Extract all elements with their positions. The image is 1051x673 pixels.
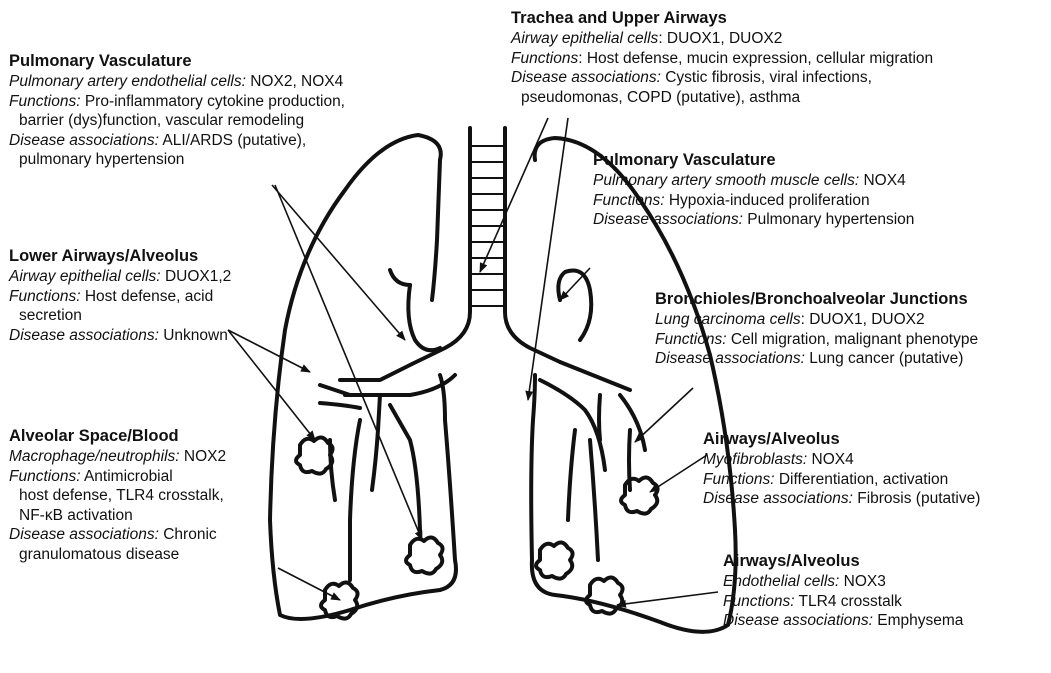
disease-label: Disease associations: xyxy=(723,612,873,629)
alveolar-space-block: Alveolar Space/Blood Macrophage/neutroph… xyxy=(9,425,226,564)
functions-value: Hypoxia-induced proliferation xyxy=(669,192,870,209)
disease-value: Cystic fibrosis, viral infections, xyxy=(665,69,872,86)
cell-label: Pulmonary artery smooth muscle cells: xyxy=(593,172,859,189)
disease-label: Disease associations: xyxy=(9,526,159,543)
functions-label: Functions: xyxy=(9,93,81,110)
block-title: Alveolar Space/Blood xyxy=(9,425,226,447)
cell-label: Myofibroblasts: xyxy=(703,451,807,468)
pulmonary-vasculature-left-block: Pulmonary Vasculature Pulmonary artery e… xyxy=(9,50,345,170)
functions-value: : Host defense, mucin expression, cellul… xyxy=(578,50,933,67)
cell-value: NOX3 xyxy=(844,573,886,590)
block-title: Lower Airways/Alveolus xyxy=(9,245,231,267)
left-lung-inner-notch xyxy=(432,160,440,300)
block-title: Airways/Alveolus xyxy=(703,428,980,450)
block-title: Trachea and Upper Airways xyxy=(511,7,933,29)
arrow-airways2 xyxy=(617,592,718,605)
functions-cont: secretion xyxy=(9,306,231,326)
functions-value: Pro-inflammatory cytokine production, xyxy=(85,93,345,110)
airways-alveolus-endothelial-block: Airways/Alveolus Endothelial cells: NOX3… xyxy=(723,550,963,631)
arrow-pv-left-2 xyxy=(275,185,422,540)
functions-value: Cell migration, malignant phenotype xyxy=(731,331,978,348)
pulmonary-vasculature-right-block: Pulmonary Vasculature Pulmonary artery s… xyxy=(593,149,914,230)
functions-label: Functions xyxy=(511,50,578,67)
left-branches xyxy=(372,395,380,490)
cell-value: NOX4 xyxy=(812,451,854,468)
disease-value: Emphysema xyxy=(877,612,963,629)
cell-label: Airway epithelial cells xyxy=(511,30,658,47)
arrow-airways1 xyxy=(650,455,707,492)
functions-label: Functions: xyxy=(723,593,795,610)
functions-label: Functions: xyxy=(9,288,81,305)
cell-value: : DUOX1, DUOX2 xyxy=(658,30,782,47)
functions-value: Differentiation, activation xyxy=(779,471,948,488)
left-lung-outline xyxy=(270,135,456,619)
block-title: Airways/Alveolus xyxy=(723,550,963,572)
disease-value: Fibrosis (putative) xyxy=(857,490,980,507)
arrow-pv-left-1 xyxy=(272,185,405,340)
arrow-lower-1 xyxy=(228,330,310,372)
right-main-bronchus xyxy=(560,362,630,390)
block-title: Bronchioles/Bronchoalveolar Junctions xyxy=(655,288,978,310)
functions-value: TLR4 crosstalk xyxy=(799,593,902,610)
functions-label: Functions: xyxy=(703,471,775,488)
disease-value: ALI/ARDS (putative), xyxy=(162,132,306,149)
disease-cont: pulmonary hypertension xyxy=(9,150,345,170)
block-title: Pulmonary Vasculature xyxy=(593,149,914,171)
alveolus-right-center xyxy=(536,542,573,578)
airways-alveolus-myofibroblasts-block: Airways/Alveolus Myofibroblasts: NOX4 Fu… xyxy=(703,428,980,509)
arrow-bronchioles xyxy=(635,388,693,442)
block-title: Pulmonary Vasculature xyxy=(9,50,345,72)
disease-label: Disease associations: xyxy=(703,490,853,507)
functions-label: Functions: xyxy=(593,192,665,209)
alveolus-left-top xyxy=(296,437,333,473)
disease-value: Chronic xyxy=(163,526,216,543)
cell-label: Lung carcinoma cells xyxy=(655,311,801,328)
disease-label: Disease associations: xyxy=(9,132,159,149)
cell-value: : DUOX1, DUOX2 xyxy=(801,311,925,328)
arrow-lower-2 xyxy=(228,330,315,440)
cell-label: Airway epithelial cells: xyxy=(9,268,161,285)
disease-value: Pulmonary hypertension xyxy=(747,211,914,228)
left-inner-lobe xyxy=(408,285,440,350)
cell-label: Macrophage/neutrophils: xyxy=(9,448,180,465)
disease-label: Disease associations: xyxy=(9,327,159,344)
disease-label: Disease associations: xyxy=(593,211,743,228)
disease-value: Unknown xyxy=(163,327,228,344)
functions-cont: barrier (dys)function, vascular remodeli… xyxy=(9,111,345,131)
functions-value: Host defense, acid xyxy=(85,288,213,305)
cell-value: NOX4 xyxy=(863,172,905,189)
alveolus-right-bottom xyxy=(586,577,623,613)
cell-value: NOX2 xyxy=(184,448,226,465)
disease-cont: granulomatous disease xyxy=(9,545,226,565)
functions-label: Functions: xyxy=(9,468,81,485)
cell-label: Endothelial cells: xyxy=(723,573,839,590)
cell-label: Pulmonary artery endothelial cells: xyxy=(9,73,246,90)
disease-label: Disease associations: xyxy=(655,350,805,367)
disease-value: Lung cancer (putative) xyxy=(809,350,963,367)
functions-cont-2: NF-κB activation xyxy=(9,506,226,526)
right-inner-lobe xyxy=(558,270,591,340)
functions-cont-1: host defense, TLR4 crosstalk, xyxy=(9,486,226,506)
bronchioles-block: Bronchioles/Bronchoalveolar Junctions Lu… xyxy=(655,288,978,369)
functions-value: Antimicrobial xyxy=(84,468,173,485)
alveolus-left-center xyxy=(406,537,443,573)
trachea-right-wall xyxy=(505,128,560,362)
lower-airways-block: Lower Airways/Alveolus Airway epithelial… xyxy=(9,245,231,345)
cell-value: DUOX1,2 xyxy=(165,268,231,285)
disease-label: Disease associations: xyxy=(511,69,661,86)
cell-value: NOX2, NOX4 xyxy=(250,73,343,90)
alveolus-right-top xyxy=(621,477,658,513)
trachea-block: Trachea and Upper Airways Airway epithel… xyxy=(511,7,933,107)
disease-cont: pseudomonas, COPD (putative), asthma xyxy=(511,88,933,108)
functions-label: Functions: xyxy=(655,331,727,348)
